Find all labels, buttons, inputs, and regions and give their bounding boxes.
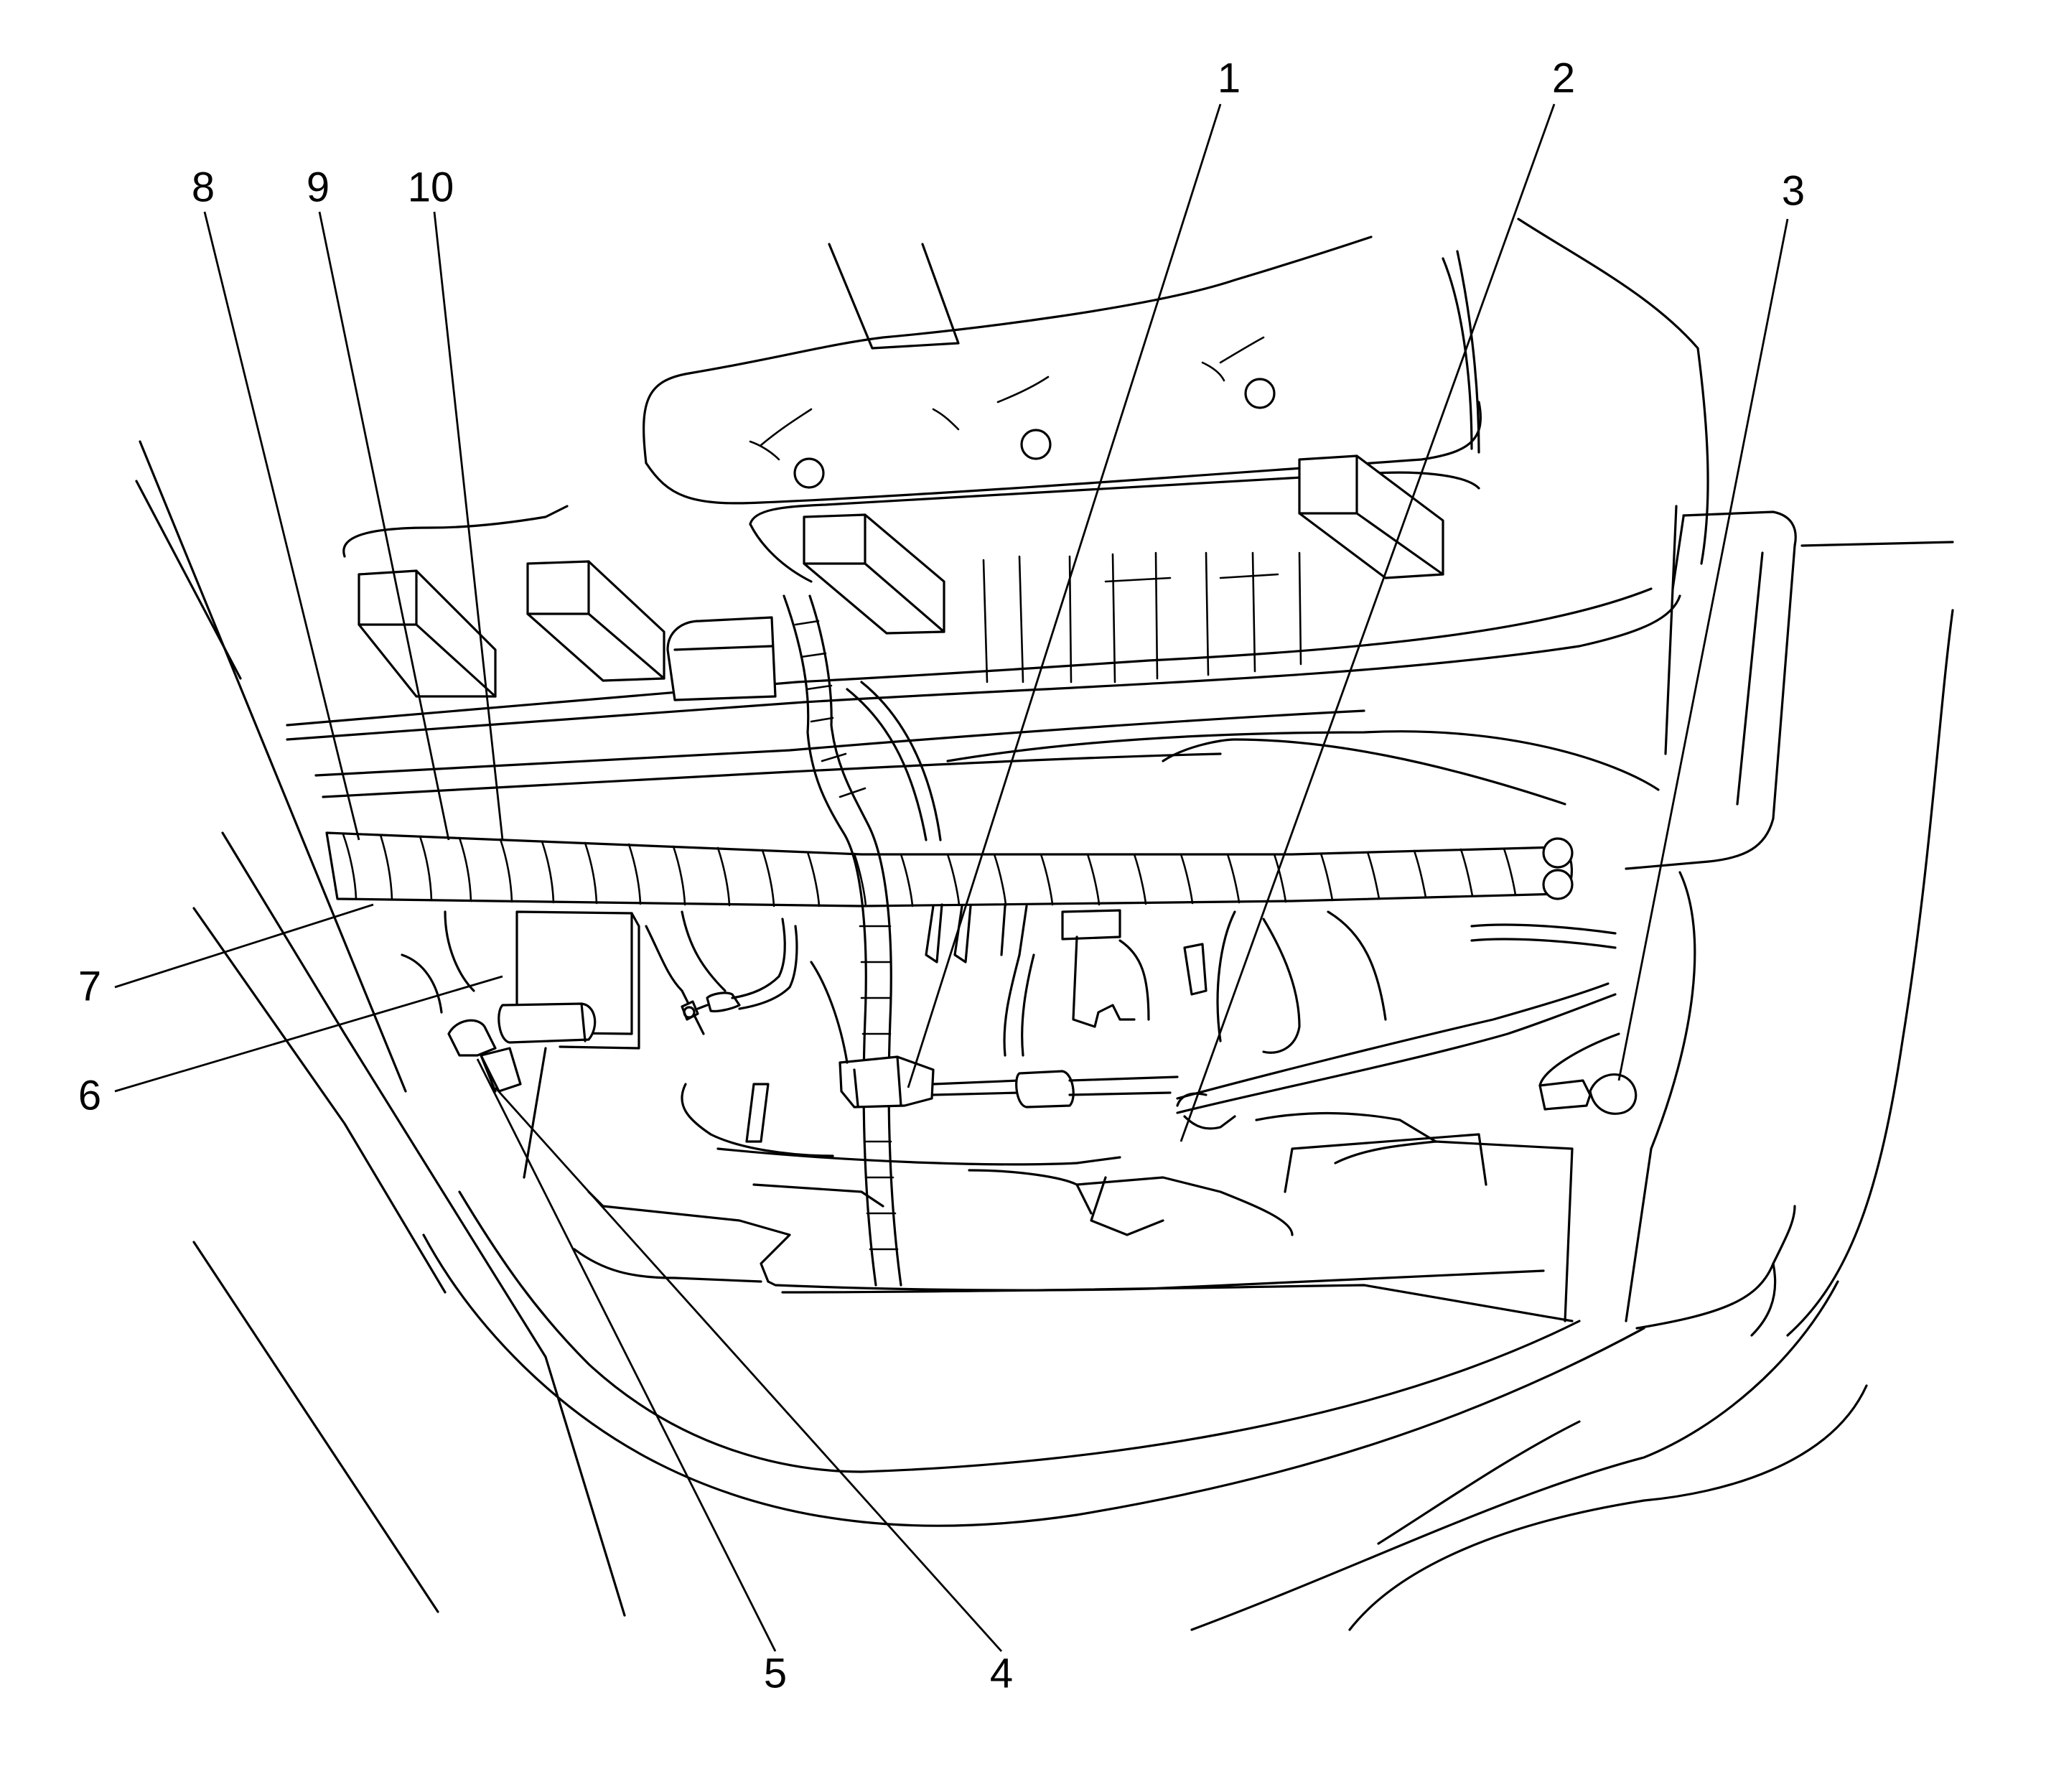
leader-5 bbox=[476, 1058, 777, 1652]
callout-1: 1 bbox=[1218, 55, 1241, 101]
upper-connectors bbox=[358, 454, 1444, 701]
leader-3 bbox=[1617, 218, 1789, 1081]
callout-2: 2 bbox=[1552, 55, 1575, 101]
callout-10: 10 bbox=[408, 164, 454, 210]
callout-3: 3 bbox=[1782, 167, 1805, 214]
leader-10 bbox=[433, 211, 504, 841]
upper-bracket bbox=[643, 235, 1482, 505]
leader-2 bbox=[1180, 103, 1556, 1142]
lower-pan bbox=[422, 1133, 1796, 1527]
leader-7 bbox=[114, 903, 374, 989]
callout-9: 9 bbox=[307, 164, 330, 210]
center-components bbox=[810, 903, 1387, 1064]
callout-5: 5 bbox=[764, 1650, 787, 1697]
callout-4: 4 bbox=[990, 1650, 1013, 1697]
leader-lines bbox=[114, 103, 1789, 1652]
wiring-harness-main bbox=[325, 831, 1574, 907]
leader-8 bbox=[203, 211, 360, 841]
cable-to-terminal-3 bbox=[1176, 923, 1638, 1143]
callout-7: 7 bbox=[78, 963, 101, 1009]
wiring-harness-branch bbox=[783, 594, 942, 1287]
lower-left-components bbox=[401, 910, 834, 1179]
ground-stud bbox=[681, 918, 798, 1021]
callout-8: 8 bbox=[192, 164, 215, 210]
leader-6 bbox=[114, 975, 503, 1093]
callout-6: 6 bbox=[78, 1072, 101, 1119]
duct-rail bbox=[286, 471, 1681, 798]
right-panel bbox=[946, 218, 1954, 1322]
callout-labels: 1 2 3 4 5 6 7 8 9 10 bbox=[78, 55, 1805, 1697]
leader-9 bbox=[318, 211, 450, 841]
leader-4 bbox=[494, 1087, 1003, 1652]
leader-1 bbox=[907, 103, 1222, 1088]
connector-1 bbox=[839, 1055, 1179, 1109]
